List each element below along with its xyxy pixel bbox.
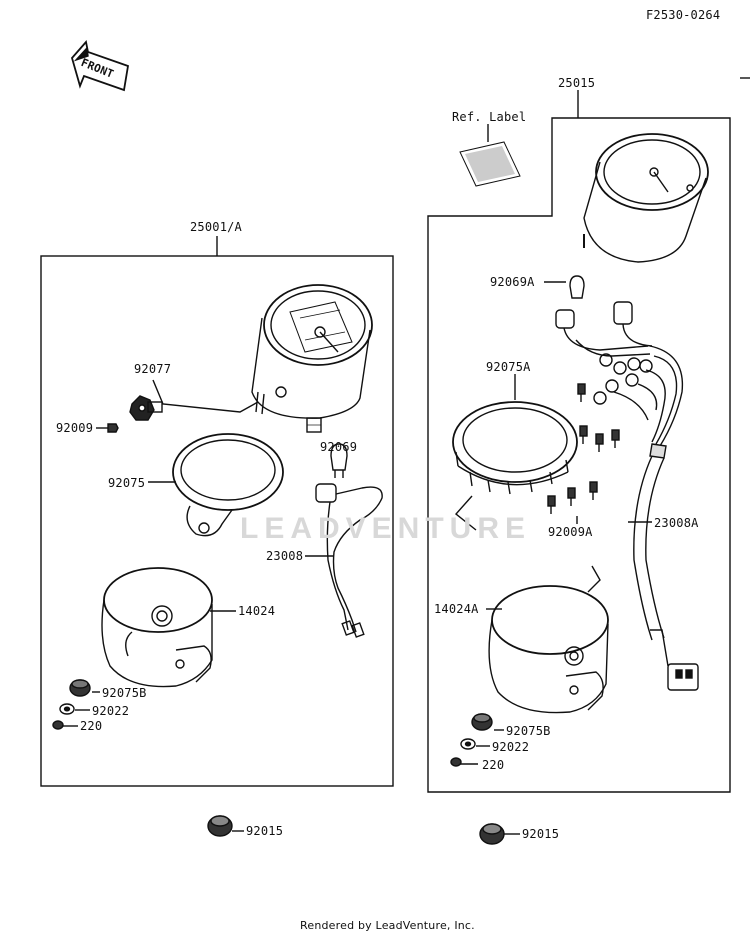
grommet-92015-left [207,815,233,837]
front-arrow-icon [71,40,130,92]
part-label-92075: 92075 [108,476,146,490]
part-label-92075B-right: 92075B [506,724,551,738]
footer-credit: Rendered by LeadVenture, Inc. [300,919,475,932]
bulb-icon [330,443,348,478]
part-label-23008A: 23008A [654,516,699,530]
part-label-220-right: 220 [482,758,505,772]
part-label-220-left: 220 [80,719,103,733]
leader-92077 [152,379,259,413]
part-label-92022-right: 92022 [492,740,530,754]
lower-housing-right [488,585,609,714]
ref-label-sticker-icon [459,141,521,187]
washer-icon-left [59,703,75,715]
part-label-14024: 14024 [238,604,276,618]
left-assembly-title: 25001/A [190,220,242,234]
part-label-14024A: 14024A [434,602,479,616]
guide-line-left [454,495,477,531]
part-label-92075B-left: 92075B [102,686,147,700]
right-assembly-title: 25015 [558,76,596,90]
bezel-ring-icon [172,433,284,537]
speedometer-gauge-right [583,133,709,263]
screw-icon [96,423,119,433]
guide-line-right [587,565,601,593]
watermark-text: LEADVENTURE [240,512,532,545]
screws-92009A-icon [547,383,620,514]
part-label-92009A: 92009A [548,525,593,539]
part-label-92022-left: 92022 [92,704,130,718]
lower-housing-left [101,567,213,688]
part-label-92075A: 92075A [486,360,531,374]
gear-drive-icon [129,395,163,421]
part-label-92069A: 92069A [490,275,535,289]
part-label-92069: 92069 [320,440,358,454]
screw-220-icon-right [450,757,478,767]
socket-wire-icon [315,483,383,638]
part-label-92015-right: 92015 [522,827,560,841]
speedometer-gauge-left [251,284,373,433]
right-assembly-frame [427,117,731,793]
screw-220-icon-left [52,720,78,730]
grommet-icon-right [471,713,493,731]
ref-label-caption: Ref. Label [452,110,527,124]
bulb-icon-right [569,275,585,299]
document-code: F2530-0264 [646,8,721,22]
notched-bezel-ring-icon [452,401,578,495]
grommet-92015-right [479,823,505,845]
part-label-92015-left: 92015 [246,824,284,838]
part-label-92009: 92009 [56,421,94,435]
part-label-92077: 92077 [134,362,172,376]
part-label-23008: 23008 [266,549,304,563]
washer-icon-right [460,738,476,750]
wiring-harness-right [555,301,699,691]
grommet-icon-left [69,679,91,697]
